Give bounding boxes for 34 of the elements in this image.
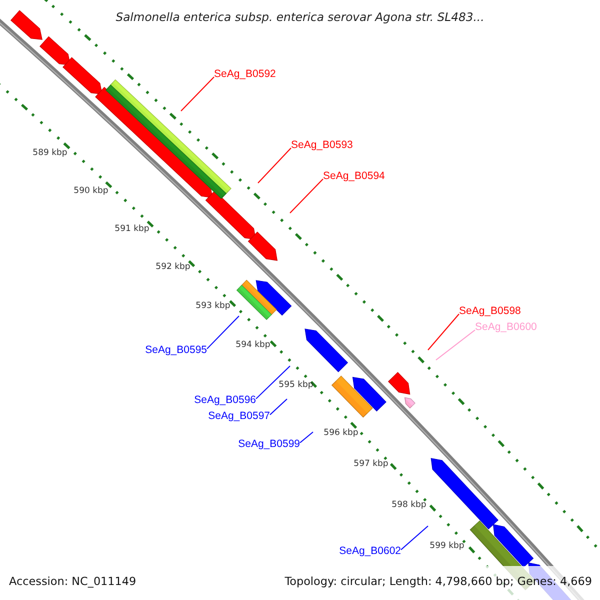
- gene-label: SeAg_B0596: [194, 394, 256, 406]
- position-label: 589 kbp: [32, 147, 68, 159]
- gene-label: SeAg_B0597: [208, 410, 270, 422]
- position-label: 599 kbp: [430, 540, 464, 552]
- leader-line: [290, 178, 324, 214]
- map-title: Salmonella enterica subsp. enterica serovar Agona str. SL483...: [114, 10, 486, 24]
- leader-line: [258, 148, 292, 184]
- position-label: 594 kbp: [236, 339, 270, 351]
- gene-label: SeAg_B0593: [291, 139, 353, 151]
- genome-summary-text: Topology: circular; Length: 4,798,660 bp; Genes: 4,669: [284, 575, 592, 589]
- position-label: 595 kbp: [278, 379, 314, 391]
- leader-line: [400, 526, 428, 550]
- leader-line: [270, 398, 288, 416]
- position-label: 596 kbp: [324, 427, 358, 439]
- leader-line: [428, 314, 460, 350]
- leader-line: [436, 330, 476, 360]
- accession-text: Accession: NC_011149: [9, 575, 136, 589]
- position-label: 593 kbp: [196, 300, 230, 312]
- gene-label: SeAg_B0600: [475, 321, 537, 333]
- leader-line: [300, 432, 314, 444]
- position-label: 592 kbp: [156, 261, 190, 273]
- gene-label: SeAg_B0592: [214, 68, 276, 80]
- position-label: 590 kbp: [74, 185, 108, 197]
- leader-line: [206, 316, 240, 350]
- gene-label: SeAg_B0602: [339, 545, 401, 557]
- gene-label: SeAg_B0594: [323, 170, 385, 182]
- gene-label: SeAg_B0599: [238, 438, 300, 450]
- leader-line: [256, 366, 290, 400]
- gene-label: SeAg_B0598: [459, 305, 521, 317]
- position-label: 598 kbp: [392, 499, 426, 511]
- gene-label: SeAg_B0595: [145, 344, 207, 356]
- leader-line: [180, 76, 214, 112]
- position-label: 591 kbp: [114, 223, 150, 235]
- position-label: 597 kbp: [354, 458, 388, 470]
